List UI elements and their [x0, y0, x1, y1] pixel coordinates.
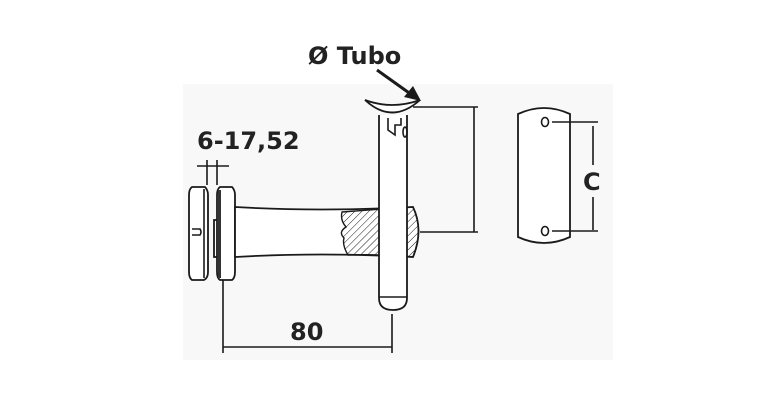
glass-clamp — [188, 186, 236, 281]
arrow-icon — [376, 68, 421, 101]
projection-dimension — [222, 280, 393, 353]
side-plate — [517, 107, 598, 244]
height-dimension — [413, 106, 478, 233]
hole-spacing-label: C — [583, 168, 601, 196]
bracket-post — [364, 99, 421, 311]
thickness-dimension — [197, 160, 229, 185]
tube-diameter-label: Ø Tubo — [308, 42, 401, 70]
projection-label: 80 — [290, 318, 323, 346]
glass-thickness-label: 6-17,52 — [197, 127, 300, 155]
